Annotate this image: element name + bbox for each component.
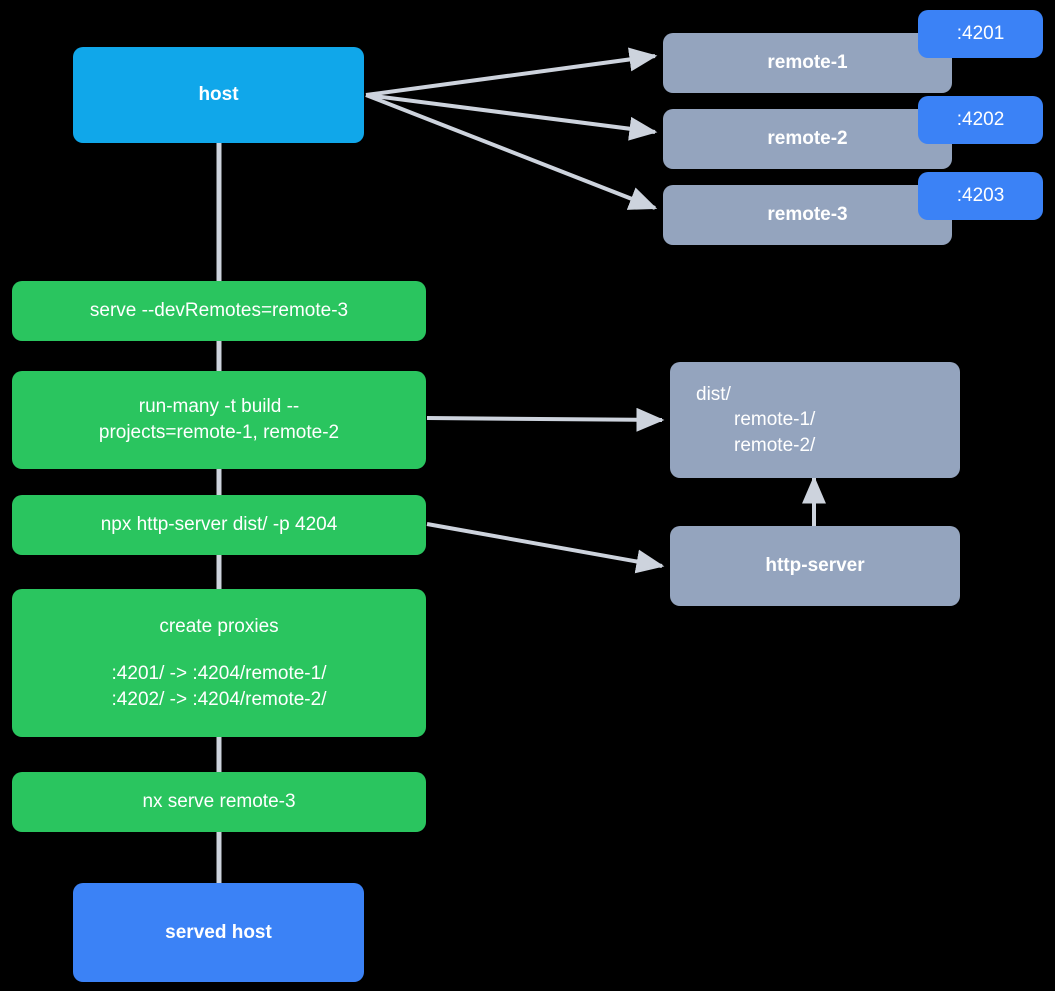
node-command-create-proxies[interactable]: create proxies :4201/ -> :4204/remote-1/… [12, 589, 426, 737]
port-badge-remote-3[interactable]: :4203 [918, 172, 1043, 220]
node-remote-1-label: remote-1 [767, 52, 848, 74]
node-command-create-proxies-line-1: create proxies [159, 615, 279, 637]
node-dist-folder[interactable]: dist/ remote-1/ remote-2/ [670, 362, 960, 478]
node-remote-2-label: remote-2 [767, 128, 848, 150]
edge-npx-to-httpserver [426, 522, 665, 574]
port-badge-remote-3-label: :4203 [956, 185, 1005, 206]
node-command-nx-serve-remote-3-line-1: nx serve remote-3 [142, 791, 296, 813]
node-http-server[interactable]: http-server [670, 526, 960, 606]
node-served-host-label: served host [165, 921, 272, 943]
node-dist-folder-line-2: remote-1/ [734, 409, 816, 431]
node-remote-3-label: remote-3 [767, 204, 848, 226]
node-command-serve-dev-remotes-line-1: serve --devRemotes=remote-3 [89, 300, 349, 322]
node-remote-1[interactable]: remote-1 [663, 33, 952, 93]
edge-host-to-remote-3 [365, 93, 658, 210]
edge-runmany-to-dist [426, 407, 665, 432]
node-command-create-proxies-line-3: :4202/ -> :4204/remote-2/ [111, 688, 327, 710]
node-served-host[interactable]: served host [73, 883, 364, 982]
port-badge-remote-1-label: :4201 [956, 23, 1005, 44]
node-dist-folder-line-1: dist/ [696, 383, 731, 405]
node-dist-folder-line-3: remote-2/ [734, 434, 816, 456]
port-badge-remote-1[interactable]: :4201 [918, 10, 1043, 58]
node-command-npx-http-server[interactable]: npx http-server dist/ -p 4204 [12, 495, 426, 555]
node-command-npx-http-server-line-1: npx http-server dist/ -p 4204 [100, 514, 338, 536]
node-host[interactable]: host [73, 47, 364, 143]
node-remote-3[interactable]: remote-3 [663, 185, 952, 245]
port-badge-remote-2-label: :4202 [956, 109, 1005, 130]
node-command-nx-serve-remote-3[interactable]: nx serve remote-3 [12, 772, 426, 832]
node-command-run-many-line-1: run-many -t build -- [138, 396, 300, 418]
edge-host-to-remote-1 [365, 47, 658, 97]
port-badge-remote-2[interactable]: :4202 [918, 96, 1043, 144]
node-command-run-many-line-2: projects=remote-1, remote-2 [98, 422, 340, 443]
node-http-server-label: http-server [765, 555, 865, 577]
node-command-run-many[interactable]: run-many -t build -- projects=remote-1, … [12, 371, 426, 469]
node-remote-2[interactable]: remote-2 [663, 109, 952, 169]
edge-host-to-remote-2 [365, 93, 658, 141]
node-host-label: host [198, 84, 239, 106]
node-command-serve-dev-remotes[interactable]: serve --devRemotes=remote-3 [12, 281, 426, 341]
node-command-create-proxies-line-2: :4201/ -> :4204/remote-1/ [111, 663, 327, 685]
